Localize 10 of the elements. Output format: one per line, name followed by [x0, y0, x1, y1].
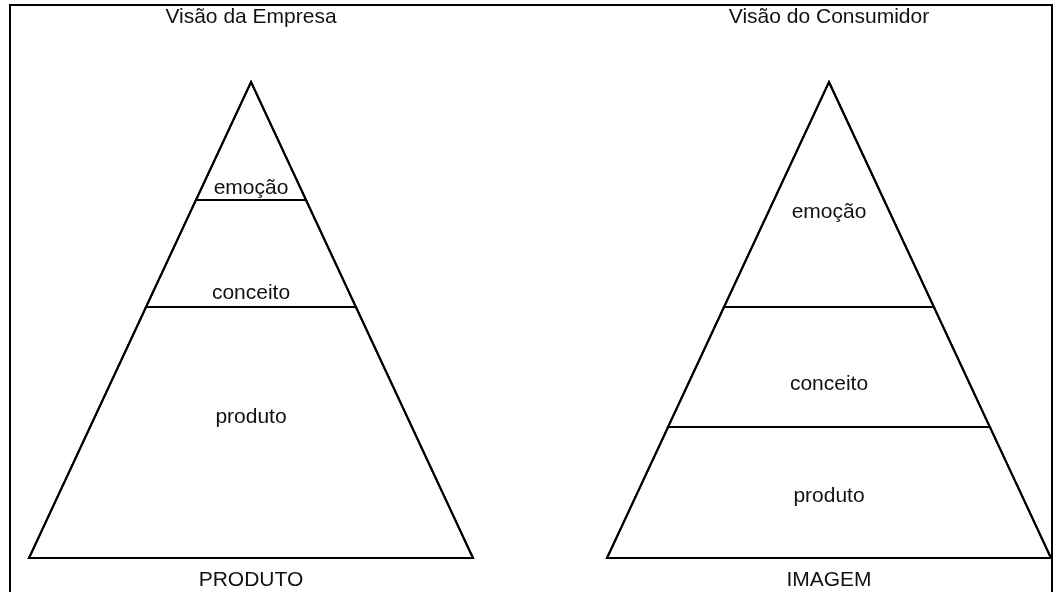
layer-label: conceito — [211, 280, 291, 302]
layer-label: produto — [793, 483, 865, 505]
pyramid-heading: Visão da Empresa — [165, 4, 337, 26]
layer-label: emoção — [791, 199, 867, 221]
pyramid-caption: PRODUTO — [198, 567, 304, 589]
layer-label: produto — [215, 404, 287, 426]
layer-label: emoção — [213, 175, 289, 197]
layer-label: conceito — [789, 371, 869, 393]
pyramid-caption: IMAGEM — [786, 567, 872, 589]
pyramid-heading: Visão do Consumidor — [728, 4, 930, 26]
